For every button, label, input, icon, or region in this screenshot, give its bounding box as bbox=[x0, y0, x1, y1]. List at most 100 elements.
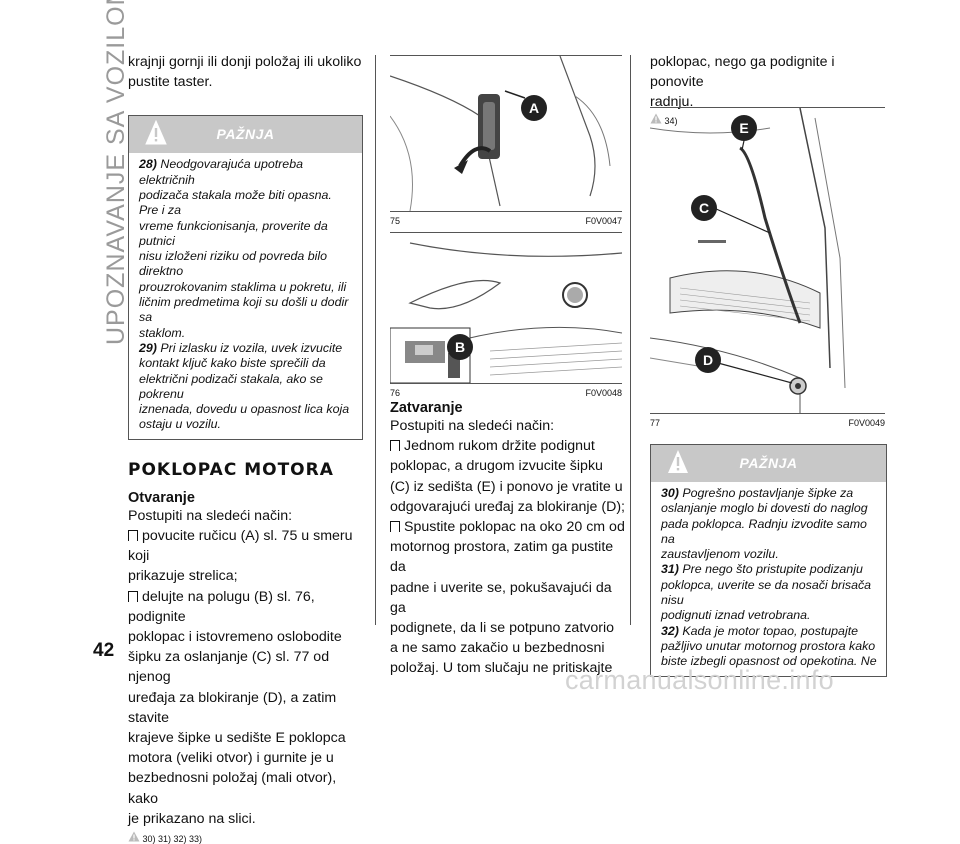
warning-text: poklopca, uverite se da nosači brisača n… bbox=[661, 577, 872, 608]
checkbox-bullet-icon bbox=[128, 590, 138, 602]
warning-text: pažljivo unutar motornog prostora kako bbox=[661, 638, 876, 653]
warning-body: 30) Pogrešno postavljanje šipke za oslan… bbox=[651, 482, 886, 676]
subheading: Zatvaranje bbox=[390, 400, 463, 416]
warning-text: električni podizači stakala, ako se pokr… bbox=[139, 371, 323, 401]
svg-text:C: C bbox=[699, 200, 709, 216]
warning-text: biste izbegli opasnost od opekotina. Ne bbox=[661, 654, 877, 669]
intro-line: krajnji gornji ili donji položaj ili uko… bbox=[128, 54, 362, 70]
warning-text: iznenada, dovedu u opasnost lica koja bbox=[139, 402, 350, 417]
figure-number: 75 bbox=[390, 216, 401, 226]
warning-text: Pri izlasku iz vozila, uvek izvucite bbox=[160, 340, 343, 355]
warning-triangle-icon bbox=[650, 113, 662, 124]
body-line: Postupiti na sledeći način: bbox=[128, 507, 293, 524]
warning-text: ostaju u vozilu. bbox=[139, 417, 221, 432]
warning-box: PAŽNJA 30) Pogrešno postavljanje šipke z… bbox=[650, 444, 887, 677]
warning-body: 28) Neodgovarajuća upotreba električnih … bbox=[129, 153, 362, 438]
svg-text:B: B bbox=[455, 339, 465, 355]
figure-76-illustration: B bbox=[390, 232, 622, 384]
warning-triangle-icon bbox=[128, 831, 140, 842]
body-line: položaj. U tom slučaju ne pritiskajte bbox=[390, 660, 613, 677]
warning-text: nisu izloženi riziku od povreda bilo dir… bbox=[139, 249, 328, 279]
callout-a: A bbox=[521, 95, 547, 121]
body-line: Spustite poklopac na oko 20 cm od bbox=[390, 517, 625, 537]
callout-d: D bbox=[695, 347, 721, 373]
intro-line: poklopac, nego ga podignite i ponovite bbox=[650, 54, 835, 91]
warning-text: Neodgovarajuća upotreba električnih bbox=[139, 157, 303, 187]
body-line: poklopac, a drugom izvucite šipku bbox=[390, 458, 603, 475]
body-line: padne i uverite se, pokušavajući da ga bbox=[390, 579, 612, 616]
checkbox-bullet-icon bbox=[128, 529, 138, 541]
warning-item: 32) Kada je motor topao, postupajte pažl… bbox=[661, 624, 878, 670]
body-line: šipku za oslanjanje (C) sl. 77 od njenog bbox=[128, 649, 330, 686]
column-divider bbox=[375, 55, 376, 625]
warning-text: oslanjanje moglo bi dovesti do naglog bbox=[661, 501, 868, 516]
warning-number: 28) bbox=[139, 157, 157, 172]
page-number: 42 bbox=[93, 640, 115, 661]
warning-number: 31) bbox=[661, 562, 679, 577]
body-line: poklopac i istovremeno oslobodite bbox=[128, 628, 342, 645]
warning-item: 29) Pri izlasku iz vozila, uvek izvucite… bbox=[139, 341, 354, 433]
footer-watermark[interactable]: carmanualsonline.info bbox=[565, 665, 834, 695]
warning-number: 29) bbox=[139, 340, 157, 355]
body-line: odgovarajući uređaj za blokiranje (D); bbox=[390, 498, 626, 515]
warning-header: PAŽNJA bbox=[129, 116, 362, 154]
checkbox-bullet-icon bbox=[390, 440, 400, 452]
body-line: motora (veliki otvor) i gurnite je u bbox=[128, 750, 334, 767]
body-line: krajeve šipke u sedište E poklopca bbox=[128, 729, 346, 746]
svg-text:E: E bbox=[739, 120, 748, 136]
warning-number: 30) bbox=[661, 486, 679, 500]
warning-refs: 34) bbox=[650, 113, 890, 126]
figure-76-caption: 76 F0V0048 bbox=[390, 388, 622, 398]
warning-item: 31) Pre nego što pristupite podizanju po… bbox=[661, 562, 878, 623]
figure-code: F0V0048 bbox=[585, 388, 622, 398]
body-line: podignete, da li se potpuno zatvorio bbox=[390, 620, 615, 637]
column-divider bbox=[630, 55, 631, 625]
warning-text: ličnim predmetima koji su došli u dodir … bbox=[139, 295, 349, 325]
warning-title: PAŽNJA bbox=[216, 126, 275, 143]
warning-header: PAŽNJA bbox=[651, 445, 886, 482]
warning-number: 32) bbox=[661, 623, 679, 638]
warning-title: PAŽNJA bbox=[739, 455, 798, 471]
figure-77-caption: 77 F0V0049 bbox=[650, 418, 885, 428]
warning-text: Pogrešno postavljanje šipke za bbox=[682, 486, 854, 500]
figure-number: 76 bbox=[390, 388, 401, 398]
warning-text: podignuti iznad vetrobrana. bbox=[661, 608, 811, 623]
body-line: Postupiti na sledeći način: bbox=[390, 418, 555, 434]
figure-code: F0V0047 bbox=[585, 216, 622, 226]
section-heading: POKLOPAC MOTORA bbox=[128, 459, 334, 480]
figure-75-illustration: A bbox=[390, 55, 622, 212]
column-2-text: Zatvaranje Postupiti na sledeći način: J… bbox=[390, 400, 625, 679]
callout-e: E bbox=[731, 115, 757, 141]
warning-text: kontakt ključ kako biste sprečili da bbox=[139, 356, 326, 371]
warning-text: staklom. bbox=[139, 325, 186, 340]
figure-number: 77 bbox=[650, 418, 661, 428]
warning-triangle-icon bbox=[668, 450, 688, 473]
body-line: je prikazano na slici. bbox=[128, 810, 256, 827]
pull-arrow-icon bbox=[458, 146, 492, 168]
side-chapter-title: UPOZNAVANJE SA VOZILOM bbox=[102, 0, 130, 345]
callout-b: B bbox=[447, 334, 473, 360]
warning-item: 30) Pogrešno postavljanje šipke za oslan… bbox=[661, 486, 878, 562]
body-line: uređaja za blokiranje (D), a zatim stavi… bbox=[128, 689, 337, 726]
warning-text: Kada je motor topao, postupajte bbox=[682, 623, 859, 638]
support-rod bbox=[739, 146, 802, 324]
body-line: povucite ručicu (A) sl. 75 u smeru koji bbox=[128, 527, 353, 565]
body-line: Jednom rukom držite podignut bbox=[390, 436, 625, 456]
figure-code: F0V0049 bbox=[848, 418, 885, 428]
intro-line: pustite taster. bbox=[128, 74, 213, 91]
callout-c: C bbox=[691, 195, 717, 221]
warning-triangle-icon bbox=[145, 120, 167, 145]
column-3-intro: poklopac, nego ga podignite i ponovite r… bbox=[650, 52, 890, 126]
body-line: a ne samo zakačio u bezbednosni bbox=[390, 640, 605, 657]
warning-text: pada poklopca. Radnju izvodite samo na bbox=[661, 516, 867, 546]
warning-text: zaustavljenom vozilu. bbox=[661, 547, 779, 562]
body-line: motornog prostora, zatim ga pustite da bbox=[390, 539, 614, 576]
warning-box: PAŽNJA 28) Neodgovarajuća upotreba elekt… bbox=[128, 115, 363, 440]
svg-text:A: A bbox=[529, 100, 539, 116]
checkbox-bullet-icon bbox=[390, 521, 400, 533]
figure-77-illustration: E C D bbox=[650, 107, 885, 414]
warning-text: podizača stakala može biti opasna. Pre i… bbox=[139, 188, 332, 218]
subheading: Otvaranje bbox=[128, 489, 195, 506]
warning-text: prouzrokovanim staklima u pokretu, ili bbox=[139, 279, 347, 294]
column-1: krajnji gornji ili donji položaj ili uko… bbox=[128, 52, 363, 844]
